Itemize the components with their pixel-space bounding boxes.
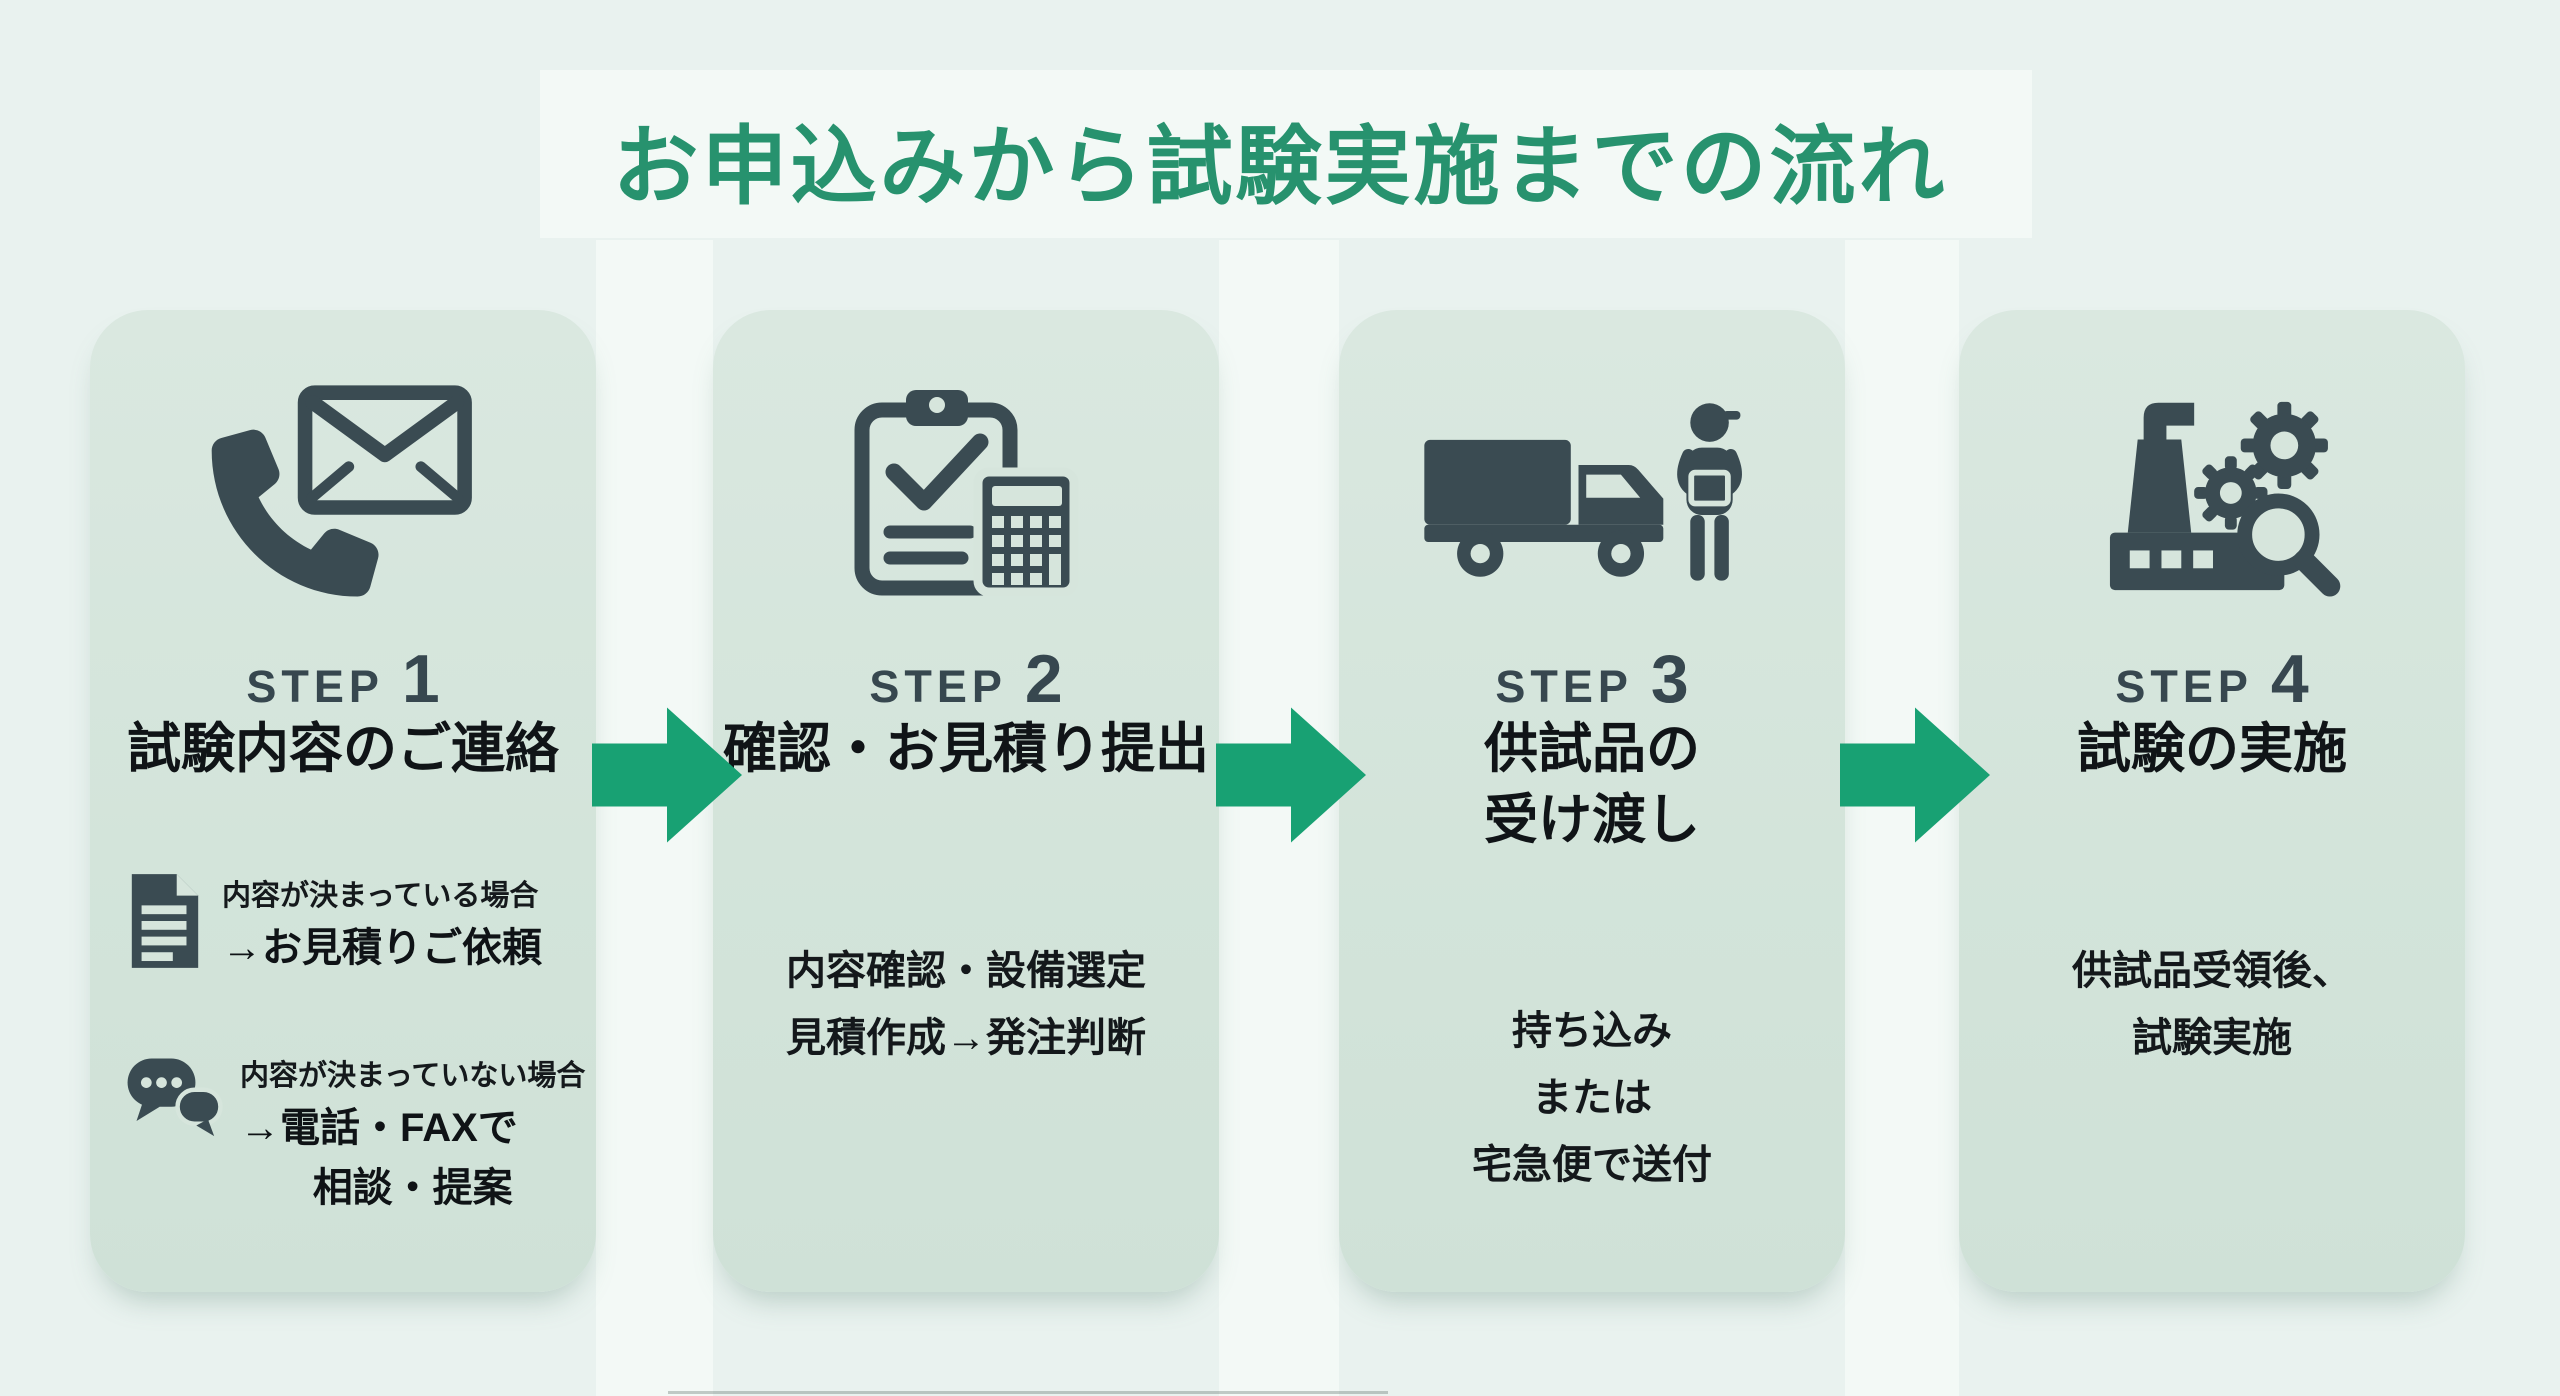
title-highlight-band (540, 70, 2032, 238)
step-label: STEP (869, 661, 1007, 712)
step-row: STEP 3 (1339, 640, 1845, 718)
step-label: STEP (1495, 661, 1633, 712)
step-body: 持ち込み または 宅急便で送付 (1339, 998, 1845, 1200)
step-body-line: 供試品受領後、 (2072, 949, 2352, 993)
step-row: STEP 2 (713, 640, 1219, 718)
document-icon (131, 874, 199, 968)
clipboard-calculator-icon (713, 368, 1219, 612)
factory-inspection-icon (1959, 368, 2465, 612)
step-body-line: 宅急便で送付 (1472, 1143, 1712, 1188)
step-title: 試験内容のご連絡 (127, 719, 559, 779)
step-title: 供試品の 受け渡し (1484, 719, 1700, 851)
case-action: →お見積りご依頼 (222, 926, 542, 971)
step-row: STEP 4 (1959, 640, 2465, 718)
case-consultation: 内容が決まっていない場合 →電話・FAXで 相談・提案 (124, 1050, 585, 1214)
step-body-line: 見積作成→発注判断 (786, 1016, 1146, 1061)
step-number: 3 (1650, 641, 1689, 717)
step-3-card: STEP 3 供試品の 受け渡し 持ち込み または 宅急便で送付 (1339, 310, 1845, 1292)
step-body-line: 試験実施 (2132, 1016, 2292, 1061)
step-label: STEP (246, 661, 384, 712)
step-body: 内容確認・設備選定 見積作成→発注判断 (713, 938, 1219, 1072)
case-action: →電話・FAXで (240, 1106, 518, 1151)
step-body-line: または (1532, 1076, 1652, 1121)
case-action: 相談・提案 (312, 1166, 513, 1211)
step-label: STEP (2115, 661, 2253, 712)
step-body: 供試品受領後、 試験実施 (1959, 938, 2465, 1072)
gap-band (596, 240, 713, 1396)
step-number: 4 (2270, 641, 2309, 717)
case-text: 内容が決まっている場合 →お見積りご依頼 (222, 870, 542, 974)
case-condition: 内容が決まっていない場合 (240, 1060, 586, 1092)
bottom-artifact-line (668, 1391, 1388, 1394)
step-row: STEP 1 (90, 640, 596, 718)
step-number: 2 (1024, 641, 1063, 717)
case-quote-request: 内容が決まっている場合 →お見積りご依頼 (124, 870, 542, 974)
step-2-card: STEP 2 確認・お見積り提出 内容確認・設備選定 見積作成→発注判断 (713, 310, 1219, 1292)
case-text: 内容が決まっていない場合 →電話・FAXで 相談・提案 (240, 1050, 585, 1214)
step-number: 1 (401, 641, 440, 717)
step-body-line: 持ち込み (1512, 1009, 1672, 1053)
gap-band (1219, 240, 1339, 1396)
step-title: 確認・お見積り提出 (723, 719, 1209, 779)
step-title: 試験の実施 (2077, 719, 2347, 779)
case-condition: 内容が決まっている場合 (222, 880, 539, 912)
chat-bubbles-icon (127, 1058, 223, 1137)
page-title: お申込みから試験実施までの流れ (612, 119, 1948, 215)
truck-courier-icon (1339, 368, 1845, 612)
phone-mail-icon (90, 368, 596, 612)
step-body-line: 内容確認・設備選定 (786, 949, 1146, 993)
step-1-card: STEP 1 試験内容のご連絡 内容が決まっている場合 →お見積りご依頼 (90, 310, 596, 1292)
step-4-card: STEP 4 試験の実施 供試品受領後、 試験実施 (1959, 310, 2465, 1292)
